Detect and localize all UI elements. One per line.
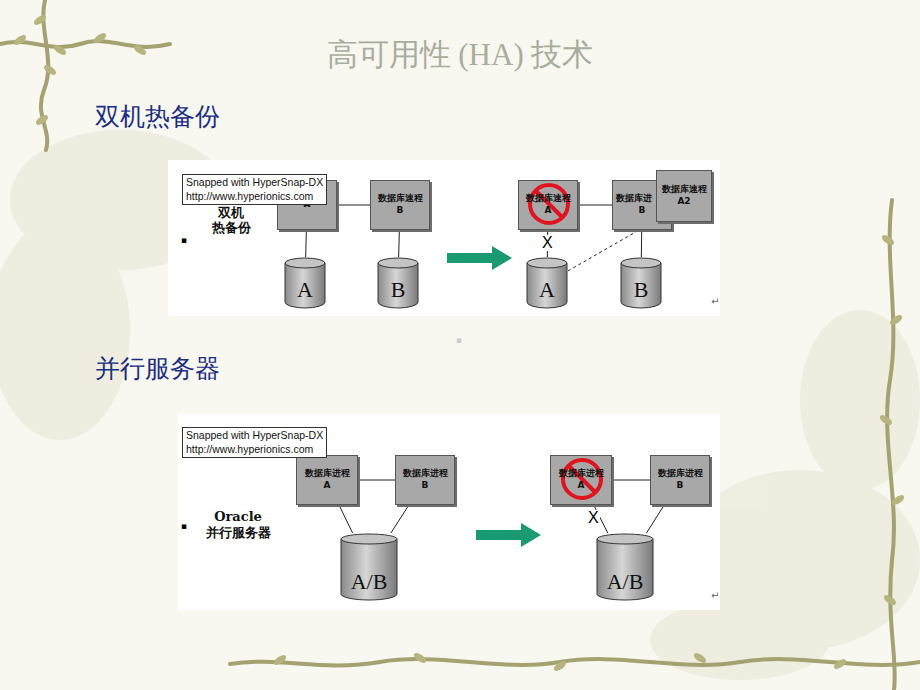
database-cylinder: B [620,257,662,309]
node-label: 数据库进程 [403,468,448,480]
floral-watermark [0,130,920,680]
node-label: 数据库进 [613,193,652,205]
process-box: 数据库进程A [550,455,612,505]
process-box: 数据库速程A [518,180,578,230]
screenshot-panel [178,414,720,610]
connector-line [398,230,400,257]
bullet-mark: ▪ [181,235,187,245]
connector-line [358,480,395,481]
figure-label: Oracle 并行服务器 [196,509,280,540]
process-box: 数据库速程B [370,180,430,230]
node-label: 数据库速程 [378,193,423,205]
watermark-text: http://www.hyperionics.com [186,190,323,204]
vine-leaves [12,13,905,673]
failure-mark: X [587,510,600,526]
watermark-text: Snapped with HyperSnap-DX [186,176,323,190]
node-label: A [539,277,555,309]
watermark-box: Snapped with HyperSnap-DXhttp://www.hype… [182,174,327,205]
figure-label: 双机 热备份 [204,206,258,236]
database-cylinder: A/B [596,533,654,601]
node-label: B [391,277,406,309]
node-label: A [297,277,313,309]
node-label: 数据库进程 [559,468,604,480]
watermark-text: http://www.hyperionics.com [186,443,323,457]
connector-line [337,205,370,206]
node-label: B [397,205,404,217]
database-cylinder: B [377,257,419,309]
connector-line [391,505,409,533]
node-label: 数据库进程 [305,468,350,480]
connector-line [641,230,642,257]
process-box: 数据库速程A2 [656,170,712,222]
slide-title: 高可用性 (HA) 技术 [0,34,920,76]
screenshot-panel [168,160,720,316]
node-label: A [578,480,585,492]
node-label: B [634,277,649,309]
database-cylinder: A [526,257,568,309]
paragraph-mark: ↵ [711,590,719,601]
node-label: B [639,205,646,217]
failure-mark: X [541,235,554,251]
connector-line [612,480,650,481]
process-box: 数据库进程B [650,455,710,505]
section-heading: 双机热备份 [95,100,220,133]
section-heading: 并行服务器 [95,352,220,385]
node-label: A [545,205,552,217]
bullet-mark: ▪ [181,521,187,531]
database-cylinder: A [284,257,326,309]
paragraph-mark: ↵ [711,296,719,307]
connector-line [305,230,307,257]
process-box: 数据库进程B [395,455,455,505]
node-label: A2 [677,196,690,208]
connector-line [339,505,353,533]
node-label: 数据库进程 [658,468,703,480]
bullet-mark: ▪ [456,335,462,345]
database-cylinder: A/B [340,533,398,601]
node-label: 数据库速程 [662,184,707,196]
node-label: B [677,480,684,492]
process-box: 数据库进程A [296,455,358,505]
connector-line [578,205,612,206]
watermark-box: Snapped with HyperSnap-DXhttp://www.hype… [182,427,327,458]
node-label: B [422,480,429,492]
watermark-text: Snapped with HyperSnap-DX [186,429,323,443]
node-label: 数据库速程 [526,193,571,205]
node-label: A/B [607,569,644,601]
node-label: A/B [351,569,388,601]
connector-line [646,505,664,533]
node-label: A [324,480,331,492]
